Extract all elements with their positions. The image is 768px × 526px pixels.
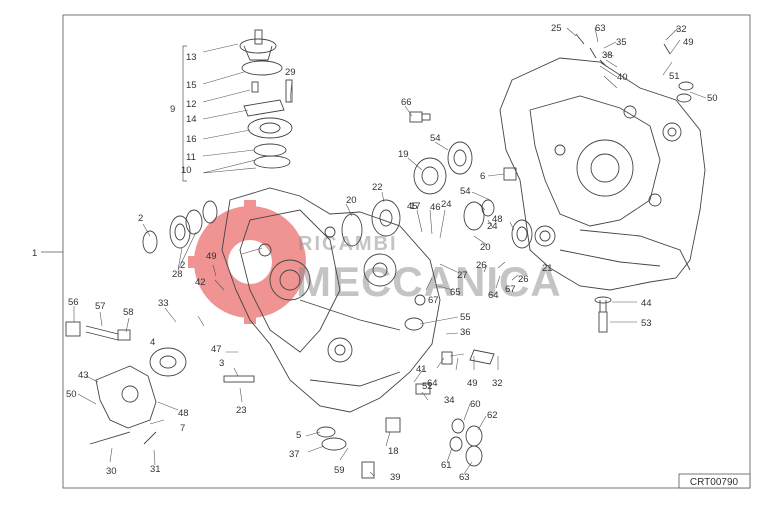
callout-34: 34 [444, 395, 455, 406]
callout-32: 32 [492, 378, 503, 389]
callout-49: 49 [206, 251, 217, 262]
callout-21: 21 [542, 263, 553, 274]
callout-65: 65 [450, 287, 461, 298]
callout-62: 62 [487, 410, 498, 421]
callout-7: 7 [180, 423, 185, 434]
parts [65, 29, 706, 479]
callout-16: 16 [186, 134, 197, 145]
callout-44: 44 [641, 298, 652, 309]
callout-58: 58 [123, 307, 134, 318]
diagram-frame [62, 14, 751, 489]
callout-6: 6 [480, 171, 485, 182]
callout-66: 66 [401, 97, 412, 108]
callout-50: 50 [66, 389, 77, 400]
callout-19: 19 [398, 149, 409, 160]
callout-40: 40 [617, 72, 628, 83]
callout-26: 26 [476, 260, 487, 271]
callout-29: 29 [285, 67, 296, 78]
callout-54: 54 [430, 133, 441, 144]
callout-24: 24 [441, 199, 452, 210]
callout-18: 18 [388, 446, 399, 457]
callout-67: 67 [428, 295, 439, 306]
callout-33: 33 [158, 298, 169, 309]
callout-12: 12 [186, 99, 197, 110]
callout-14: 14 [186, 114, 197, 125]
callout-64: 64 [427, 378, 438, 389]
callout-26: 26 [518, 274, 529, 285]
callout-64: 64 [488, 290, 499, 301]
callout-35: 35 [616, 37, 627, 48]
callout-15: 15 [186, 80, 197, 91]
callout-2: 2 [180, 260, 185, 271]
callout-63: 63 [595, 23, 606, 34]
callout-30: 30 [106, 466, 117, 477]
callout-61: 61 [441, 460, 452, 471]
callout-17: 17 [410, 201, 421, 212]
callout-20: 20 [480, 242, 491, 253]
callout-10: 10 [181, 165, 192, 176]
callout-48: 48 [178, 408, 189, 419]
callout-13: 13 [186, 52, 197, 63]
callout-23: 23 [236, 405, 247, 416]
callout-48: 48 [492, 214, 503, 225]
callout-22: 22 [372, 182, 383, 193]
callout-28: 28 [172, 269, 183, 280]
callout-3: 3 [219, 358, 224, 369]
callout-54: 54 [460, 186, 471, 197]
callout-57: 57 [95, 301, 106, 312]
callout-49: 49 [683, 37, 694, 48]
callout-46: 46 [430, 202, 441, 213]
callout-20: 20 [346, 195, 357, 206]
callout-37: 37 [289, 449, 300, 460]
callout-36: 36 [460, 327, 471, 338]
callout-layer: 2234567101112131415161718192020212223242… [66, 23, 718, 483]
callout-38: 38 [602, 50, 613, 61]
bracket-label: 9 [170, 104, 175, 115]
callout-11: 11 [186, 152, 196, 163]
callout-53: 53 [641, 318, 652, 329]
callout-49: 49 [467, 378, 478, 389]
callout-31: 31 [150, 464, 161, 475]
left-crankcase-half [221, 187, 441, 413]
callout-27: 27 [457, 270, 468, 281]
callout-60: 60 [470, 399, 481, 410]
bracket [182, 45, 187, 182]
callout-43: 43 [78, 370, 89, 381]
callout-42: 42 [195, 277, 206, 288]
callout-45: 45 [407, 201, 418, 212]
diagram-code-box [678, 473, 751, 489]
callout-39: 39 [390, 472, 401, 483]
watermark-line2: MECCANICA [296, 258, 562, 305]
callout-32: 32 [676, 24, 687, 35]
callout-55: 55 [460, 312, 471, 323]
diagram-code: CRT00790 [690, 477, 739, 488]
callout-50: 50 [707, 93, 718, 104]
callout-41: 41 [416, 364, 427, 375]
callout-4: 4 [150, 337, 155, 348]
callout-47: 47 [211, 344, 222, 355]
leader-lines [73, 27, 707, 477]
callout-24: 24 [487, 221, 498, 232]
callout-52: 52 [422, 381, 433, 392]
callout-63: 63 [459, 472, 470, 483]
callout-5: 5 [296, 430, 301, 441]
callout-59: 59 [334, 465, 345, 476]
callout-51: 51 [669, 71, 680, 82]
callout-56: 56 [68, 297, 79, 308]
watermark [188, 200, 306, 324]
callout-2: 2 [138, 213, 143, 224]
right-crankcase-half [499, 57, 706, 291]
callout-67: 67 [505, 284, 516, 295]
callout-25: 25 [551, 23, 562, 34]
group-label: 1 [32, 248, 37, 259]
